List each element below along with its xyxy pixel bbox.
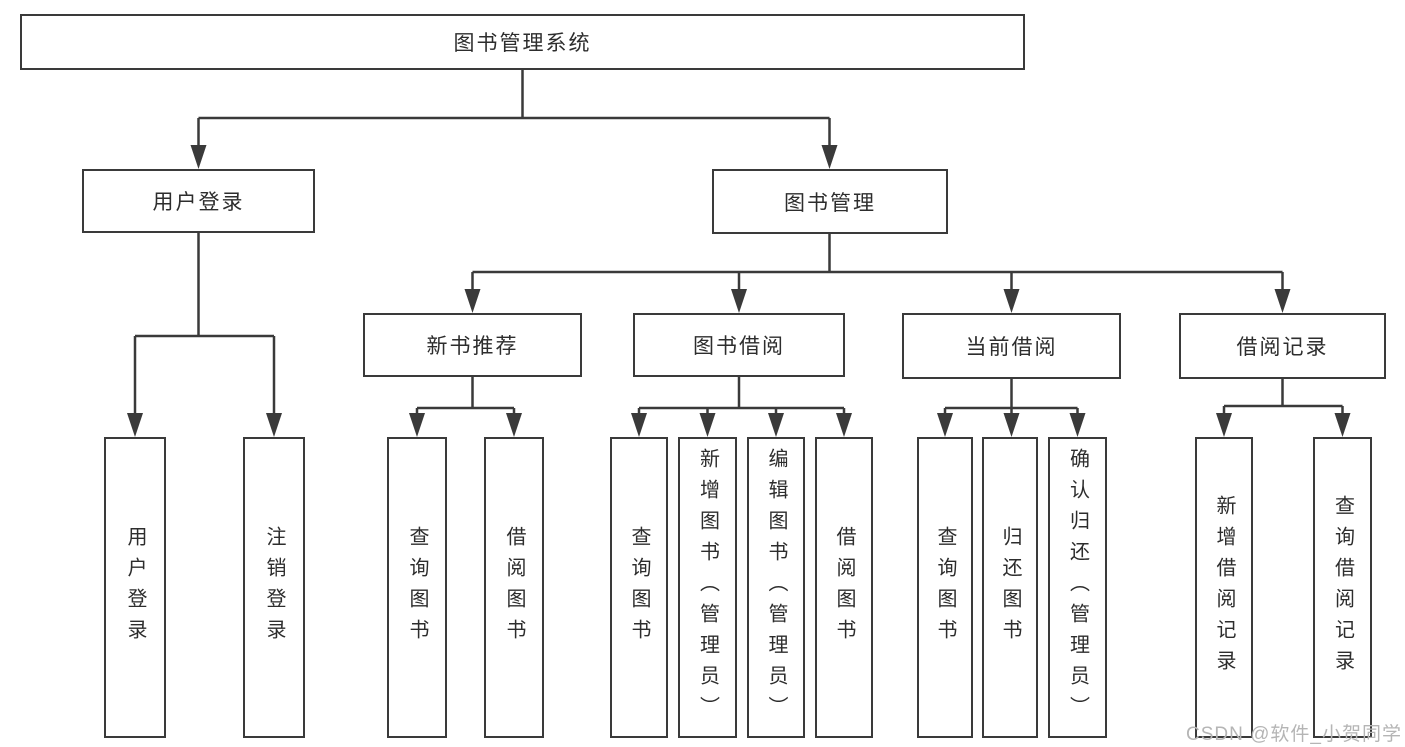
leaf-edit-books-admin: 编辑图书（管理员） [747,437,805,738]
connector-bookmgmt-to-level3 [464,233,1291,313]
arrowhead-icon [266,413,282,437]
leaf-query-books-current: 查询图书 [917,437,973,738]
arrowhead-icon [1003,289,1020,313]
arrowhead-icon [1334,413,1351,437]
leaf-confirm-return-admin: 确认归还（管理员） [1048,437,1107,738]
connector-newbook-to-leaves [409,377,522,437]
arrowhead-icon [1003,413,1020,437]
node-book-borrowing: 图书借阅 [633,313,845,377]
leaf-borrow-books-borrow: 借阅图书 [815,437,873,738]
connector-root-to-level2 [190,69,838,169]
arrowhead-icon [836,413,852,437]
connector-currentborrow-to-leaves [937,379,1086,437]
arrowhead-icon [409,413,425,437]
leaf-user-login: 用户登录 [104,437,166,738]
arrowhead-icon [1274,289,1291,313]
node-current-borrowing: 当前借阅 [902,313,1121,379]
arrowhead-icon [464,289,481,313]
arrowhead-icon [821,145,838,169]
node-borrowing-records: 借阅记录 [1179,313,1386,379]
connector-borrowrecord-to-leaves [1216,379,1351,437]
node-new-book-recommend: 新书推荐 [363,313,582,377]
leaf-query-borrow-record: 查询借阅记录 [1313,437,1372,738]
leaf-borrow-books-newbook: 借阅图书 [484,437,544,738]
csdn-watermark: CSDN @软件_小贺同学 [1186,724,1402,745]
arrowhead-icon [506,413,522,437]
arrowhead-icon [1069,413,1086,437]
leaf-logout: 注销登录 [243,437,305,738]
leaf-return-books: 归还图书 [982,437,1038,738]
node-user-login: 用户登录 [82,169,315,233]
node-book-management: 图书管理 [712,169,948,234]
leaf-query-books-borrow: 查询图书 [610,437,668,738]
connector-bookborrow-to-leaves [631,377,852,437]
arrowhead-icon [937,413,953,437]
arrowhead-icon [699,413,716,437]
arrowhead-icon [190,145,207,169]
leaf-add-borrow-record: 新增借阅记录 [1195,437,1253,738]
arrowhead-icon [731,289,747,313]
leaf-query-books-newbook: 查询图书 [387,437,447,738]
arrowhead-icon [768,413,784,437]
leaf-add-books-admin: 新增图书（管理员） [678,437,737,738]
arrowhead-icon [1216,413,1232,437]
connector-userlogin-to-leaves [127,232,282,437]
node-library-management-system: 图书管理系统 [20,14,1025,70]
arrowhead-icon [631,413,647,437]
arrowhead-icon [127,413,143,437]
